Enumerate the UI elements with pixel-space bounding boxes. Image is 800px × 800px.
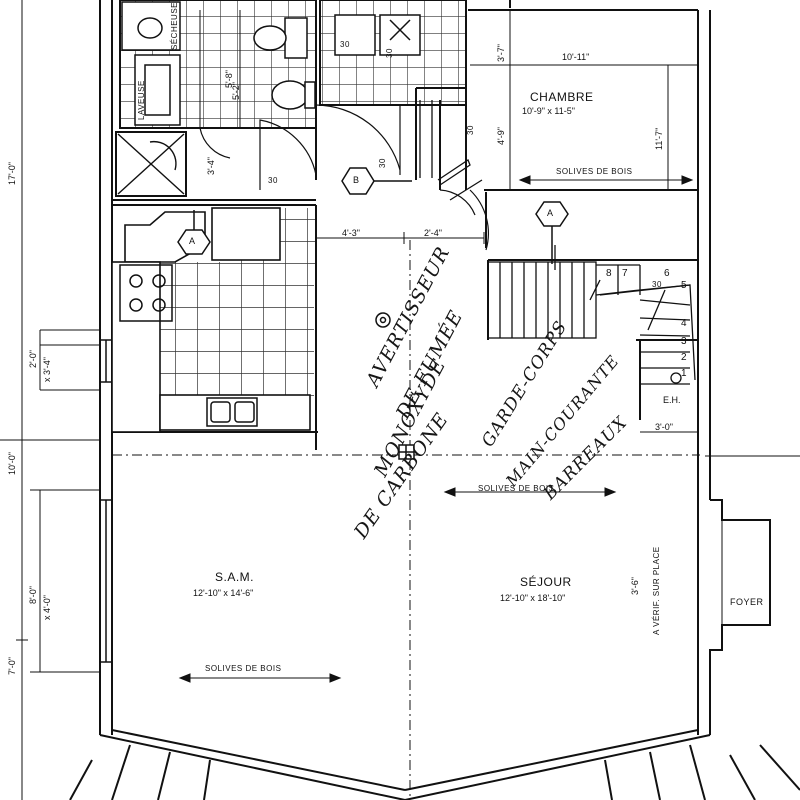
shower-icon xyxy=(117,133,185,195)
stair-step-7: 7 xyxy=(622,268,628,279)
closet-shelf xyxy=(419,100,483,201)
room-size-chambre: 10'-9" x 11-5" xyxy=(522,106,575,116)
foyer-verify-note: A VÉRIF. SUR PLACE xyxy=(652,546,661,635)
marker-b xyxy=(341,167,412,195)
stair-step-4: 4 xyxy=(681,318,687,329)
foyer-hatch xyxy=(721,519,771,626)
marker-a-hall xyxy=(535,201,569,264)
room-name-chambre: CHAMBRE xyxy=(530,90,594,104)
vanity-icon xyxy=(121,1,181,126)
dim-3-4: 3'-4" xyxy=(206,157,216,175)
dim-5-2: 5'-2" xyxy=(231,82,241,100)
marker-a-kitchen xyxy=(177,210,211,255)
cabinet-30-a: 30 xyxy=(340,40,350,49)
dim-8-0: 8'-0" xyxy=(28,586,38,604)
detector-symbol-icon xyxy=(375,312,391,328)
joist-note-center: SOLIVES DE BOIS xyxy=(478,484,555,493)
dim-chambre-width: 10'-11" xyxy=(562,52,590,62)
marker-a-kitchen-label: A xyxy=(189,236,196,246)
room-size-sejour: 12'-10" x 18'-10" xyxy=(500,593,566,603)
room-name-sam: S.A.M. xyxy=(215,570,255,584)
stair-step-6: 6 xyxy=(664,268,670,279)
joist-arrows xyxy=(178,175,694,683)
dim-3-7: 3'-7" xyxy=(496,44,506,62)
heater-label: E.H. xyxy=(663,395,681,405)
cabinet-30-d: 30 xyxy=(378,158,387,168)
room-size-sam: 12'-10" x 14'-6" xyxy=(193,588,254,598)
dim-4-9: 4'-9" xyxy=(496,127,506,145)
toilet-icon xyxy=(253,17,316,110)
staircase xyxy=(487,245,696,385)
laundry-label: LAVEUSE xyxy=(137,80,146,120)
stair-step-3: 3 xyxy=(681,336,687,347)
cabinet-30-c: 30 xyxy=(268,176,278,185)
joist-note-sam: SOLIVES DE BOIS xyxy=(205,664,282,673)
dim-17-0: 17'-0" xyxy=(7,162,17,185)
dim-2-0: 2'-0" xyxy=(28,350,38,368)
marker-a-hall-label: A xyxy=(547,208,554,218)
room-name-foyer: FOYER xyxy=(730,597,764,607)
dim-4-3: 4'-3" xyxy=(342,228,360,238)
room-name-sejour: SÉJOUR xyxy=(520,575,572,589)
laundry-icons xyxy=(334,14,421,56)
dim-x-4-0: x 4'-0" xyxy=(42,595,52,620)
stair-step-2: 2 xyxy=(681,352,687,363)
dim-10-0: 10'-0" xyxy=(7,452,17,475)
dim-2-4: 2'-4" xyxy=(424,228,442,238)
dim-7-0: 7'-0" xyxy=(7,657,17,675)
stair-step-5: 5 xyxy=(681,280,687,291)
door-swings xyxy=(199,104,489,251)
dim-x-3-4: x 3'-4" xyxy=(42,357,52,382)
cabinet-30-b: 30 xyxy=(385,48,394,58)
stove-icon xyxy=(119,264,173,322)
cabinet-30-e: 30 xyxy=(466,125,475,135)
dim-foyer-3-6: 3'-6" xyxy=(630,577,640,595)
dim-chambre-height: 11'-7" xyxy=(654,127,664,150)
joist-note-chambre: SOLIVES DE BOIS xyxy=(556,167,633,176)
stair-step-1: 1 xyxy=(681,368,687,379)
cabinet-30-f: 30 xyxy=(652,280,662,289)
stair-step-8: 8 xyxy=(606,268,612,279)
windows xyxy=(100,339,112,663)
appliance-label: SÉCHEUSE xyxy=(170,1,179,50)
dim-3-0: 3'-0" xyxy=(655,422,673,432)
smoke-detector-icon xyxy=(398,444,415,460)
marker-b-label: B xyxy=(353,175,360,185)
sink-icon xyxy=(206,397,258,427)
